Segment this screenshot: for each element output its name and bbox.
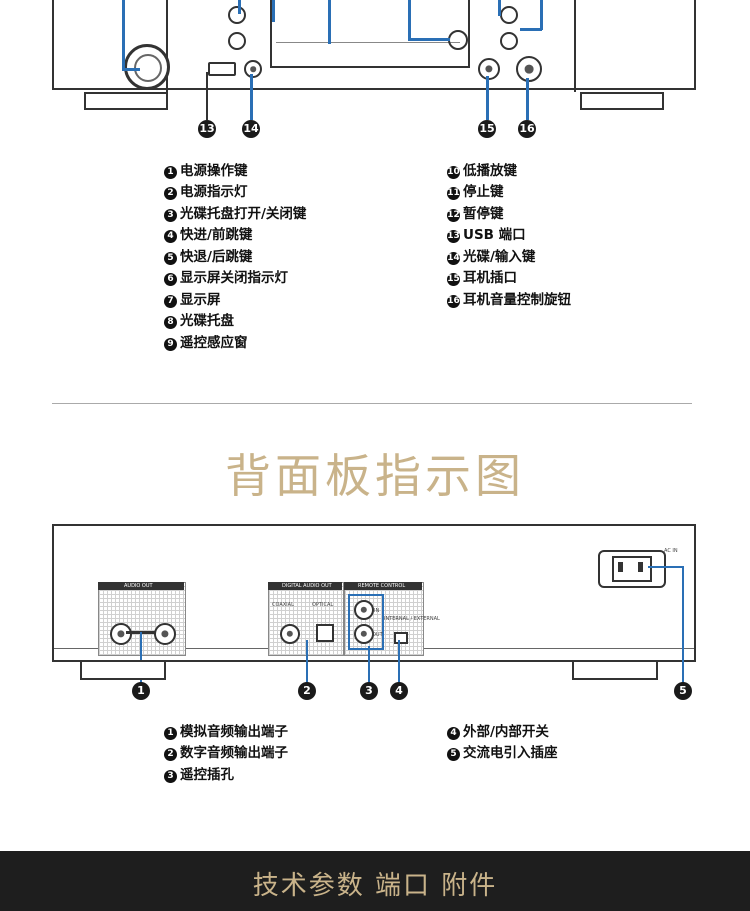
- remote-in-label: IN: [374, 608, 380, 614]
- digital-audio-out-label: DIGITAL AUDIO OUT: [282, 583, 332, 589]
- front-button-4: [228, 6, 246, 24]
- remote-in-jack: [354, 600, 374, 620]
- rear-callout-4: 4: [390, 682, 408, 700]
- front-callout-14: 14: [242, 120, 260, 138]
- display-window: [270, 0, 470, 68]
- ac-inlet-pin: [618, 562, 623, 572]
- usb-port: [208, 62, 236, 76]
- optical-port: [316, 624, 334, 642]
- ac-in-label: AC IN: [664, 548, 678, 554]
- front-button-12: [500, 32, 518, 50]
- ac-inlet-socket: [612, 556, 652, 582]
- internal-external-switch: [394, 632, 408, 644]
- front-foot-left: [84, 92, 168, 110]
- callout-line: [122, 0, 125, 70]
- callout-line: [238, 0, 241, 14]
- remote-jack-frame: [348, 594, 384, 650]
- footer-title: 技术参数 端口 附件: [252, 871, 498, 901]
- callout-line: [648, 566, 684, 568]
- callout-line: [122, 68, 140, 71]
- front-right-column: [574, 0, 576, 92]
- remote-sensor: [448, 30, 468, 50]
- rear-callout-5: 5: [674, 682, 692, 700]
- coaxial-jack: [280, 624, 300, 644]
- front-button-11: [500, 6, 518, 24]
- digital-audio-out-header: [268, 582, 342, 590]
- callout-line: [398, 640, 400, 690]
- front-callout-13: 13: [198, 120, 216, 138]
- input-button-14: [244, 60, 262, 78]
- analog-out-jack-right: [154, 623, 176, 645]
- callout-line: [250, 74, 253, 120]
- rear-callout-1: 1: [132, 682, 150, 700]
- callout-line: [306, 640, 308, 690]
- optical-label: OPTICAL: [312, 602, 334, 608]
- front-panel-diagram: 13 14 15 16: [0, 0, 750, 140]
- rear-callout-2: 2: [298, 682, 316, 700]
- remote-control-label: REMOTE CONTROL: [358, 583, 406, 589]
- callout-line: [682, 566, 684, 690]
- rear-foot-right: [572, 660, 658, 680]
- callout-line: [368, 646, 370, 690]
- internal-external-label: INTERNAL / EXTERNAL: [384, 616, 440, 622]
- front-left-column: [166, 0, 168, 92]
- audio-out-header: [98, 582, 184, 590]
- headphone-volume-knob: [516, 56, 542, 82]
- callout-line: [272, 0, 275, 22]
- callout-line: [526, 78, 529, 120]
- remote-out-label: OUT: [372, 632, 383, 638]
- ac-inlet-pin: [638, 562, 643, 572]
- remote-control-header: [344, 582, 422, 590]
- front-callout-15: 15: [478, 120, 496, 138]
- callout-line: [498, 0, 501, 16]
- rear-foot-left: [80, 660, 166, 680]
- remote-out-jack: [354, 624, 374, 644]
- coaxial-label: COAXIAL: [272, 602, 294, 608]
- section-divider: [52, 403, 692, 404]
- rear-callout-3: 3: [360, 682, 378, 700]
- headphone-jack: [478, 58, 500, 80]
- front-callout-16: 16: [518, 120, 536, 138]
- callout-line: [520, 28, 542, 31]
- callout-line: [206, 72, 208, 120]
- callout-line: [408, 38, 450, 41]
- rear-panel-diagram: AC IN AUDIO OUT DIGITAL AUDIO OUT COAXIA…: [0, 520, 750, 720]
- callout-line: [486, 76, 489, 120]
- front-foot-right: [580, 92, 664, 110]
- audio-out-panel: [98, 582, 186, 656]
- callout-line: [328, 0, 331, 44]
- callout-line: [540, 0, 543, 30]
- callout-line: [408, 0, 411, 40]
- analog-out-jack-left: [110, 623, 132, 645]
- front-button-5: [228, 32, 246, 50]
- tray-line: [276, 42, 460, 43]
- footer-bar: 技术参数 端口 附件: [0, 851, 750, 911]
- audio-out-label: AUDIO OUT: [124, 583, 153, 589]
- rear-panel-title: 背面板指示图: [225, 449, 525, 503]
